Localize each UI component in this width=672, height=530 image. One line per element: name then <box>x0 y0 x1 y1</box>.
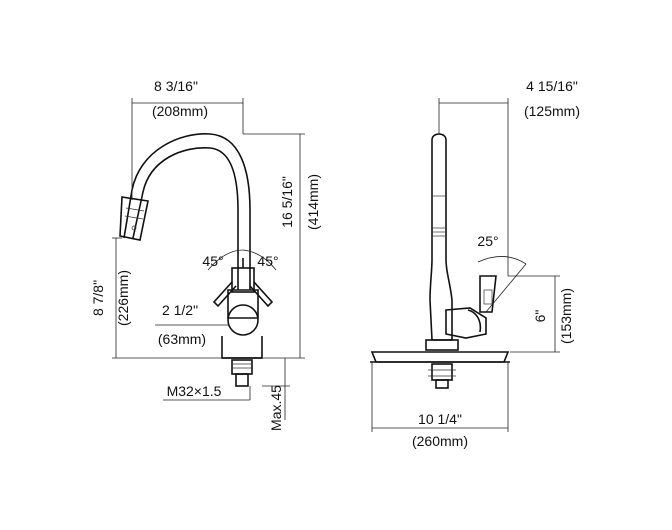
handle-reach-inch: 4 15/16" <box>526 78 578 94</box>
handle-angle-side: 25° <box>477 233 498 249</box>
deck-plate-inch: 10 1/4" <box>418 411 462 427</box>
handle-height-inch: 6" <box>532 310 548 323</box>
front-view-faucet <box>119 133 274 387</box>
spout-height-inch: 8 7/8" <box>90 280 106 316</box>
handle-reach-mm: (125mm) <box>524 103 580 119</box>
handle-angle-left: 45° <box>202 253 223 269</box>
total-height-mm: (414mm) <box>305 174 321 230</box>
handle-angle-right: 45° <box>257 253 278 269</box>
spout-height-mm: (226mm) <box>115 270 131 326</box>
side-view-dimensions <box>371 98 560 432</box>
total-height-inch: 16 5/16" <box>279 176 295 228</box>
side-view-faucet <box>370 133 510 389</box>
deck-plate-mm: (260mm) <box>412 433 468 449</box>
max-deck-thickness: Max.45 <box>268 385 284 431</box>
front-view-dimensions <box>112 98 305 420</box>
base-diameter-mm: (63mm) <box>158 331 206 347</box>
base-diameter-inch: 2 1/2" <box>162 302 198 318</box>
handle-height-mm: (153mm) <box>558 288 574 344</box>
thread-size: M32×1.5 <box>167 383 222 399</box>
spout-reach-inch: 8 3/16" <box>154 78 198 94</box>
spout-reach-mm: (208mm) <box>152 103 208 119</box>
